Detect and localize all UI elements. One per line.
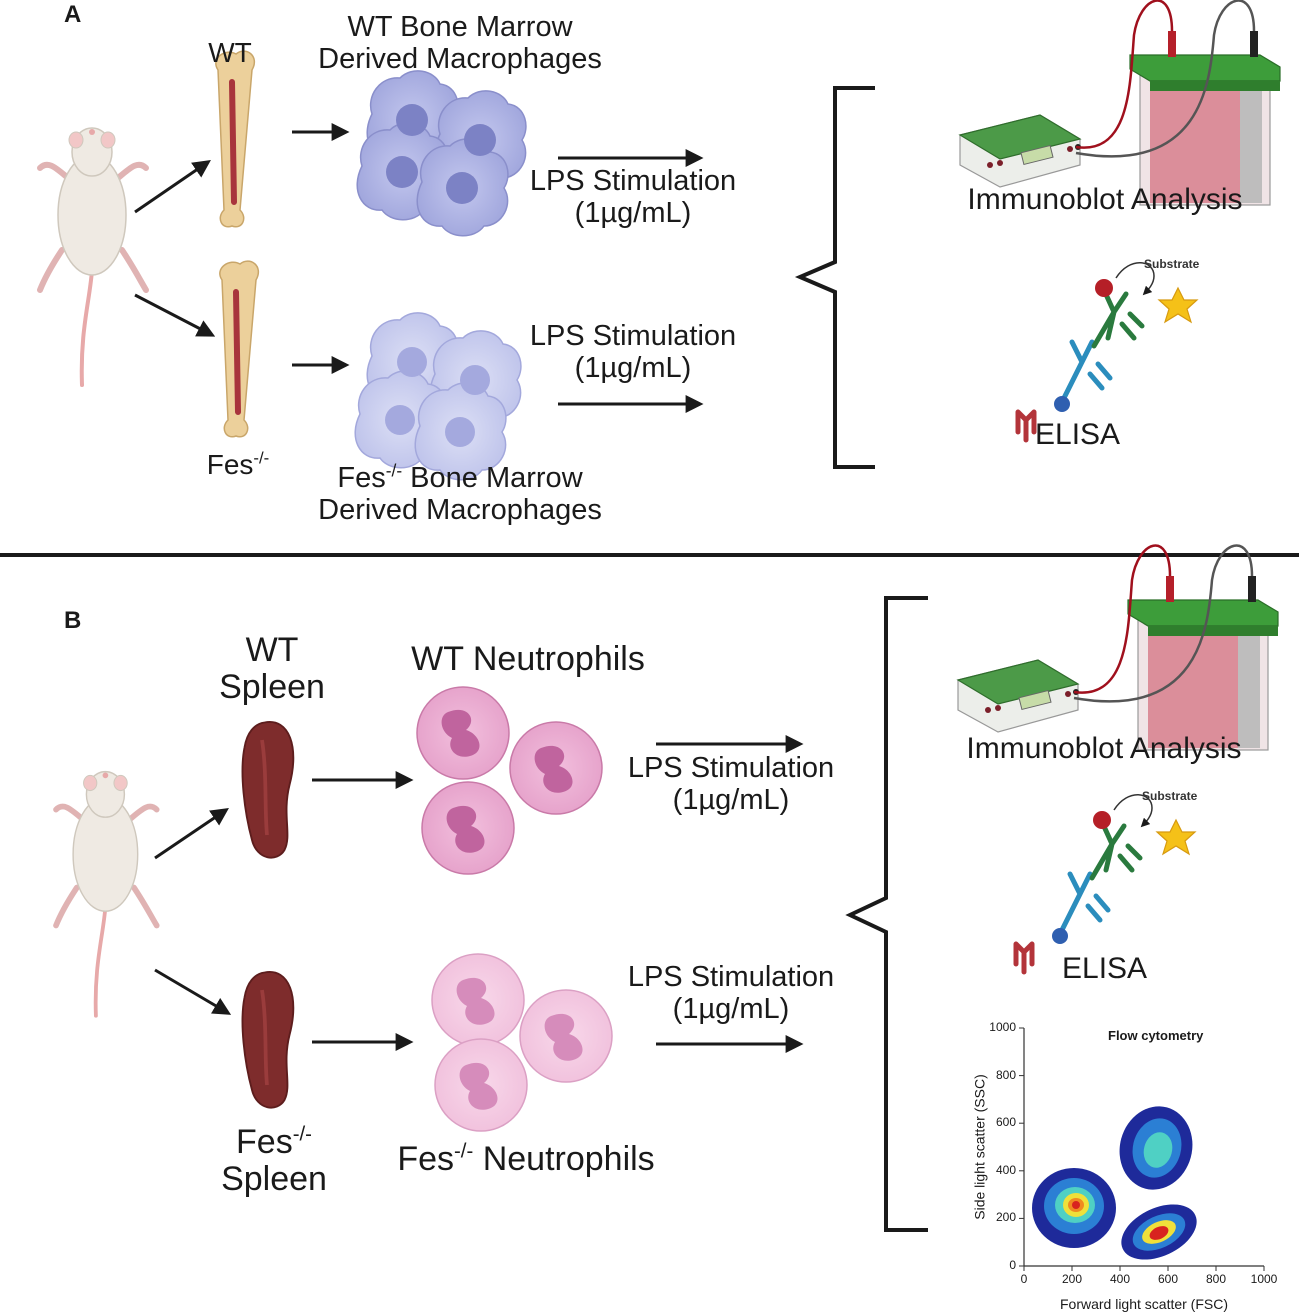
ko-neutrophils-icon [431, 953, 613, 1132]
ko-spleen-label: Fes-/- Spleen [221, 1123, 327, 1199]
flow-title: Flow cytometry [1108, 1028, 1204, 1043]
wt-neutrophils-label: WT Neutrophils [411, 640, 645, 678]
wt-macrophages-icon [356, 70, 527, 237]
flow-x-tick-label: 400 [1109, 1272, 1131, 1286]
elisa-b-icon [1016, 795, 1195, 972]
stim-label-b-bottom: LPS Stimulation (1µg/mL) [627, 961, 835, 1025]
flow-population-2 [1119, 1106, 1193, 1190]
flow-x-tick-label: 0 [1020, 1272, 1028, 1286]
mouse-a-icon [40, 128, 146, 385]
flow-y-tick-label: 1000 [989, 1020, 1016, 1034]
wt-spleen-icon [240, 720, 296, 860]
wt-label-a: WT [208, 37, 252, 68]
flow-y-tick-label: 200 [995, 1210, 1016, 1225]
flow-cytometry-plot [1019, 1027, 1265, 1271]
flow-population-3 [1121, 1204, 1197, 1260]
stim-label-a-bottom: LPS Stimulation (1µg/mL) [529, 320, 737, 384]
arrow-mouse-to-wt-bone [134, 159, 211, 214]
ko-macrophage-label: Fes-/- Bone Marrow Derived Macrophages [318, 460, 602, 526]
stim-label-a-top: LPS Stimulation (1µg/mL) [529, 165, 737, 229]
flow-y-tick-label: 600 [995, 1115, 1016, 1130]
panel-b-letter: B [64, 607, 82, 634]
wt-macrophage-label: WT Bone Marrow Derived Macrophages [318, 11, 602, 75]
elisa-label-a: ELISA [1035, 418, 1121, 451]
stim-label-b-top: LPS Stimulation (1µg/mL) [627, 752, 835, 816]
ko-neutrophils-label: Fes-/- Neutrophils [397, 1140, 655, 1178]
wt-bone-icon [216, 51, 255, 227]
flow-y-tick-label: 0 [1009, 1258, 1016, 1272]
immunoblot-label-b: Immunoblot Analysis [966, 732, 1242, 765]
bracket-b [845, 596, 928, 1232]
flow-population-1 [1032, 1168, 1116, 1248]
electrophoresis-b-icon [956, 544, 1280, 752]
panel-a-letter: A [64, 1, 82, 28]
flow-xlabel: Forward light scatter (FSC) [1059, 1296, 1229, 1312]
arrow-mouse-to-ko-spleen [154, 968, 232, 1015]
panel-b [56, 544, 1280, 1271]
ko-macrophages-icon [354, 312, 522, 481]
substrate-label-a: Substrate [1144, 257, 1200, 271]
wt-spleen-label: WT Spleen [219, 631, 325, 707]
flow-y-tick-label: 400 [995, 1162, 1016, 1177]
flow-ticks [1019, 1027, 1265, 1271]
flow-x-tick-label: 800 [1205, 1272, 1227, 1286]
ko-bone-icon [220, 261, 259, 437]
substrate-label-b: Substrate [1142, 789, 1198, 803]
mouse-b-icon [56, 772, 157, 1016]
ko-label-a: Fes-/- [206, 448, 270, 480]
bracket-a [794, 86, 875, 469]
flow-y-tick-label: 800 [995, 1067, 1016, 1082]
arrow-mouse-to-ko-bone [134, 293, 216, 337]
elisa-a-icon [1018, 263, 1197, 440]
flow-x-tick-label: 1000 [1250, 1272, 1278, 1286]
panel-a [40, 0, 1282, 481]
flow-ylabel: Side light scatter (SSC) [971, 1074, 988, 1220]
ko-spleen-icon [240, 970, 296, 1110]
elisa-label-b: ELISA [1062, 952, 1148, 985]
electrophoresis-a-icon [958, 0, 1282, 207]
wt-neutrophils-icon [416, 686, 603, 875]
flow-x-tick-label: 200 [1061, 1272, 1083, 1286]
arrow-mouse-to-wt-spleen [154, 807, 229, 860]
flow-x-tick-label: 600 [1157, 1272, 1179, 1286]
immunoblot-label-a: Immunoblot Analysis [967, 183, 1243, 216]
